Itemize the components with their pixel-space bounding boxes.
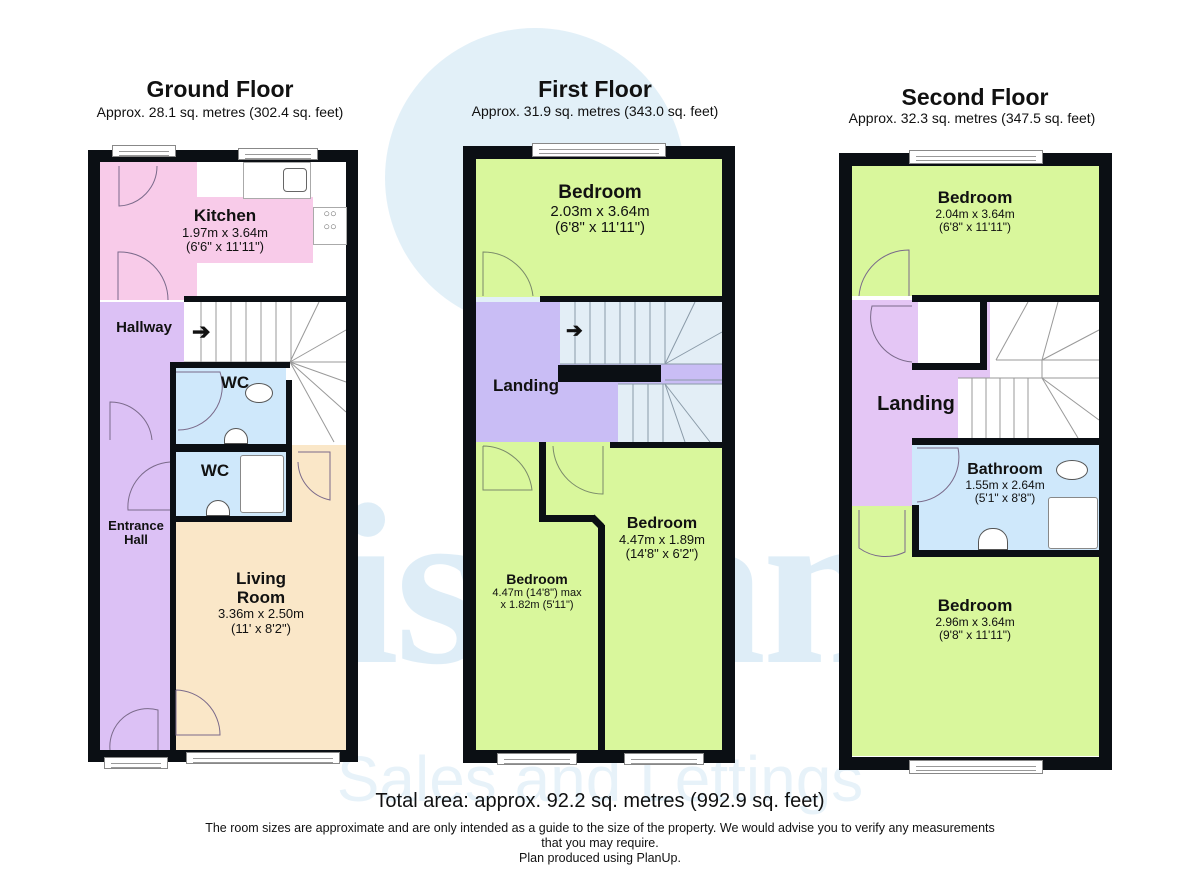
door-swings [482,251,604,495]
window [497,753,577,765]
stair-core-wall [558,365,661,382]
wall [88,150,100,762]
stairs-direction-arrow-icon: ➔ [192,319,211,344]
shower-tray-icon [240,455,284,513]
window [909,760,1043,774]
floor-area: Approx. 28.1 sq. metres (302.4 sq. feet) [96,104,344,120]
wall [539,442,546,522]
wall [980,302,987,367]
wall [539,515,595,522]
plan-credit: Plan produced using PlanUp. [519,851,681,865]
room-stairs-lower [618,384,722,442]
front-door [104,757,168,769]
wall [912,363,987,370]
wall [463,146,476,763]
floor-title: Ground Floor [146,76,294,102]
wall [170,516,292,522]
wall [722,146,735,763]
wall [170,444,292,452]
room-cupboard [918,302,980,364]
sink-icon [283,168,307,192]
wall [912,550,1099,557]
room-label-entrance-hall: Entrance Hall [108,518,164,548]
room-bedroom-rear-main [852,556,1099,756]
room-bedroom-front [476,159,722,297]
wall [912,295,1099,302]
total-area: Total area: approx. 92.2 sq. metres (992… [375,790,825,812]
basin-icon [978,528,1008,550]
floor-title: Second Floor [901,84,1049,110]
window [238,148,318,160]
window [624,753,704,765]
room-label-kitchen: Kitchen 1.97m x 3.64m (6'6" x 11'11") [182,206,268,254]
window [112,145,176,157]
room-label-bathroom: Bathroom 1.55m x 2.64m (5'1" x 8'8") [965,461,1045,505]
room-bedroom-right [545,442,722,750]
room-stairs [184,302,346,362]
room-kitchen [100,162,197,300]
wall [1099,153,1112,770]
hob-icon: ○○○○ [313,207,347,245]
wall [912,505,919,555]
room-label-wc: WC [220,373,250,392]
wall [610,442,722,448]
basin-icon [224,428,248,444]
shower-tray-icon [1048,497,1098,549]
wall [170,362,176,752]
wall-diagonal [589,514,605,530]
room-bedroom-front [852,166,1099,296]
wall [170,362,290,368]
floor-area: Approx. 31.9 sq. metres (343.0 sq. feet) [471,103,719,119]
staircase [560,301,723,443]
room-label-bedroom: Bedroom 2.03m x 3.64m (6'8" x 11'11") [550,182,650,237]
room-label-living-room: Living Room 3.36m x 2.50m (11' x 8'2") [218,569,304,636]
staircase [958,301,1100,439]
basin-icon [206,500,230,516]
door-swings [109,165,331,751]
window [186,752,340,764]
window [909,150,1043,164]
window [532,143,666,157]
wall [912,438,1099,445]
toilet-icon [245,383,273,403]
disclaimer-text: The room sizes are approximate and are o… [205,821,995,850]
room-entrance-hall [100,450,172,750]
room-kitchen-extension [197,197,313,263]
room-landing [852,300,912,506]
disclaimer-block: The room sizes are approximate and are o… [200,821,1000,866]
wall [346,150,358,762]
room-label-landing: Landing [492,376,560,395]
room-stairs [560,302,722,364]
floor-title: First Floor [538,76,652,102]
toilet-icon [1056,460,1088,480]
floor-area: Approx. 32.3 sq. metres (347.5 sq. feet) [848,110,1096,126]
wall [540,296,722,302]
wall [184,296,346,302]
room-label-bedroom: Bedroom 2.96m x 3.64m (9'8" x 11'11") [935,596,1015,642]
wall [598,525,605,755]
room-label-hallway: Hallway [116,319,172,336]
stairs-direction-arrow-icon: ➔ [566,320,583,342]
room-label-bedroom: Bedroom 4.47m x 1.89m (14'8" x 6'2") [619,515,705,561]
room-label-wc: WC [200,461,230,480]
room-bedroom-rear [852,506,912,556]
room-label-bedroom: Bedroom 4.47m (14'8") max x 1.82m (5'11"… [492,571,582,612]
room-label-landing: Landing [877,393,955,415]
wall [839,153,852,770]
door-swings [858,249,960,558]
room-label-bedroom: Bedroom 2.04m x 3.64m (6'8" x 11'11") [935,188,1015,234]
